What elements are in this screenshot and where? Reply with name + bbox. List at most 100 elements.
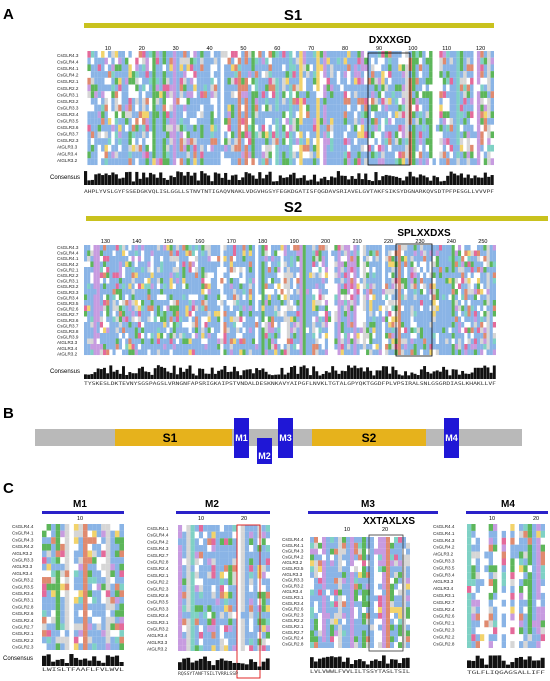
alignment-cell [391,283,395,290]
domain-m2-label: M2 [258,451,271,461]
alignment-cell [483,104,488,112]
alignment-cell [261,250,265,257]
alignment-cell [104,51,108,58]
alignment-cell [278,111,283,119]
alignment-cell [196,91,201,98]
alignment-cell [422,104,426,112]
alignment-cell [366,272,370,279]
alignment-cell [286,289,291,295]
alignment-cell [188,289,192,295]
alignment-cell [432,316,436,323]
alignment-cell [189,144,194,152]
alignment-cell [337,250,341,257]
alignment-cell [324,316,329,323]
alignment-cell [290,333,294,339]
alignment-cell [207,316,211,323]
alignment-cell [185,267,189,273]
alignment-cell [343,245,348,251]
alignment-cell [175,278,180,284]
alignment-cell [135,111,139,119]
alignment-cell [422,57,426,65]
alignment-cell [404,283,408,290]
alignment-cell [371,131,375,139]
alignment-cell [397,311,401,317]
alignment-cell [449,138,454,145]
alignment-cell [360,97,365,105]
alignment-cell [128,283,132,290]
alignment-cell [331,344,335,350]
alignment-cell [330,64,334,72]
alignment-cell [280,272,284,279]
alignment-cell [274,272,278,279]
alignment-cell [337,289,341,295]
alignment-cell [210,84,214,92]
alignment-cell [321,272,325,279]
alignment-cell [118,131,122,139]
alignment-cell [160,311,164,317]
alignment-cell [398,151,402,159]
alignment-cell [191,267,195,273]
alignment-cell [217,256,221,262]
alignment-cell [461,261,465,268]
alignment-cell [321,322,325,328]
alignment-cell [193,118,197,125]
alignment-cell [159,57,163,65]
alignment-cell [285,91,290,98]
alignment-cell [244,131,249,139]
sequence-name: CsGLR4.2 [57,73,79,78]
alignment-cell [290,278,294,284]
alignment-cell [464,327,468,334]
alignment-cell [175,294,180,301]
alignment-cell [241,104,245,112]
alignment-cell [412,111,416,119]
alignment-cell [106,272,110,279]
alignment-cell [169,104,173,112]
alignment-cell [454,294,459,301]
consensus-bar [309,179,313,185]
alignment-cell [328,300,332,306]
alignment-cell [220,118,225,125]
alignment-cell [172,272,176,279]
consensus-bar [148,172,153,185]
alignment-cell [84,250,88,257]
alignment-cell [227,151,231,159]
alignment-cell [401,97,406,105]
alignment-cell [473,158,477,166]
alignment-cell [483,261,487,268]
alignment-cell [419,338,424,345]
alignment-cell [103,250,107,257]
alignment-cell [381,283,386,290]
m1-bar [42,511,124,514]
sequence-name: CsGLR3.4 [57,295,79,300]
alignment-cell [283,272,287,279]
alignment-cell [448,272,452,279]
alignment-cell [330,131,334,139]
alignment-cell [404,300,408,306]
alignment-cell [193,84,197,92]
alignment-cell [282,71,286,78]
alignment-cell [432,267,436,273]
alignment-cell [347,327,351,334]
alignment-cell [364,111,368,119]
alignment-cell [343,124,348,132]
alignment-cell [125,158,129,166]
alignment-cell [254,131,259,139]
alignment-cell [487,144,491,152]
alignment-cell [155,124,160,132]
alignment-cell [321,245,325,251]
alignment-cell [128,289,132,295]
alignment-cell [251,104,255,112]
alignment-cell [185,333,189,339]
alignment-cell [457,261,462,268]
alignment-cell [239,311,243,317]
alignment-cell [309,316,313,323]
alignment-cell [175,338,180,345]
alignment-cell [145,84,149,92]
alignment-cell [407,261,411,268]
alignment-cell [343,131,348,139]
consensus-bar [385,366,388,379]
alignment-cell [125,267,129,273]
alignment-cell [364,118,368,125]
alignment-cell [353,272,357,279]
alignment-cell [486,250,490,257]
